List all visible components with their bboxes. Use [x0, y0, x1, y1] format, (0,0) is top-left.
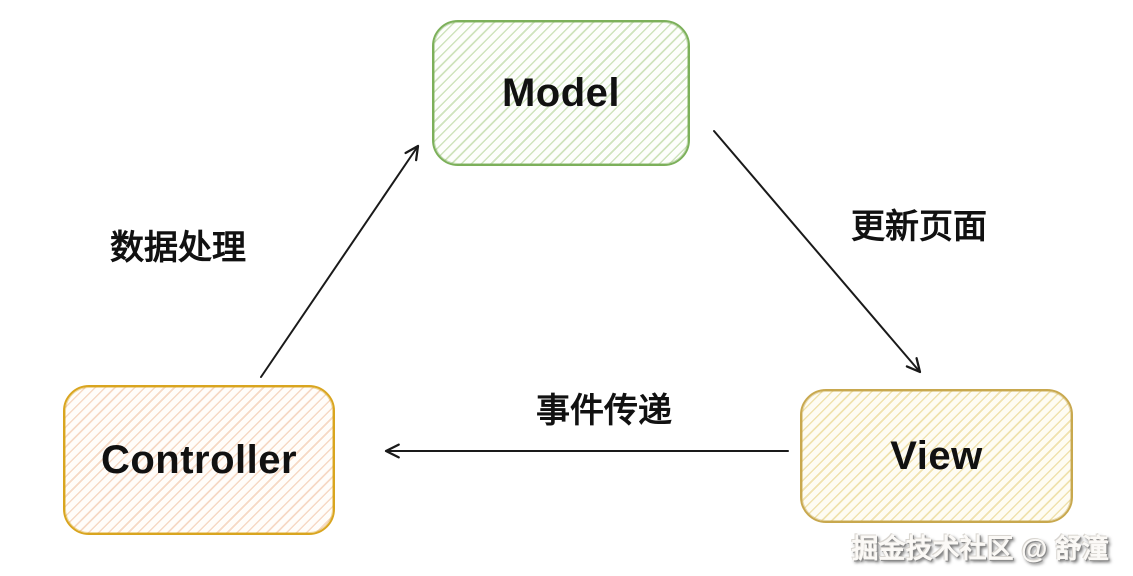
- node-view-label: View: [890, 433, 983, 478]
- edge-label-update-page: 更新页面: [851, 208, 987, 246]
- edge-label-event-passing: 事件传递: [536, 392, 672, 430]
- node-model-label: Model: [501, 70, 621, 115]
- watermark: 掘金技术社区 @ 舒潼: [851, 534, 1109, 564]
- node-controller-label: Controller: [100, 437, 298, 482]
- node-model: Model: [432, 20, 690, 166]
- arrow-model-to-view: [713, 130, 922, 374]
- arrow-controller-to-model: [260, 144, 420, 378]
- edge-label-data-processing: 数据处理: [110, 229, 246, 267]
- node-controller: Controller: [63, 385, 335, 535]
- node-view: View: [800, 389, 1073, 523]
